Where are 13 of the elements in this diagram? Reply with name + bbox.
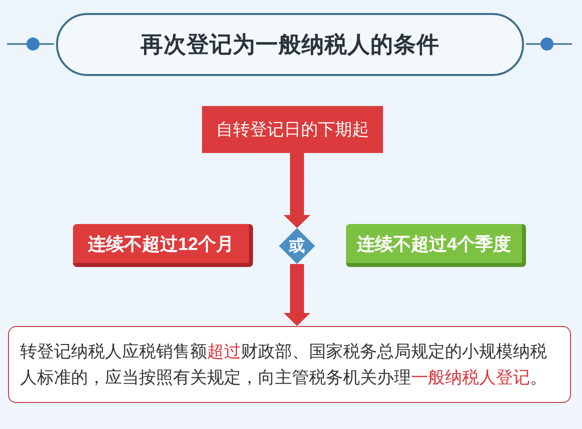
step-text: 自转登记日的下期起 bbox=[216, 119, 369, 141]
decision-diamond bbox=[279, 228, 315, 264]
condition-text: 连续不超过4个季度 bbox=[356, 232, 511, 256]
step-box bbox=[202, 106, 383, 153]
note-text: 转登记纳税人应税销售额超过财政部、国家税务总局规定的小规模纳税人标准的，应当按照有关规定，向主管税务机关办理一般纳税人登记。 bbox=[20, 340, 548, 388]
condition-box bbox=[346, 224, 526, 267]
or-text: 或 bbox=[289, 236, 305, 256]
note-box bbox=[8, 326, 571, 403]
condition-text: 连续不超过12个月 bbox=[88, 232, 234, 256]
condition-box bbox=[73, 224, 253, 267]
arrow bbox=[284, 264, 310, 326]
title-text: 再次登记为一般纳税人的条件 bbox=[140, 31, 440, 59]
arrow bbox=[284, 153, 310, 228]
